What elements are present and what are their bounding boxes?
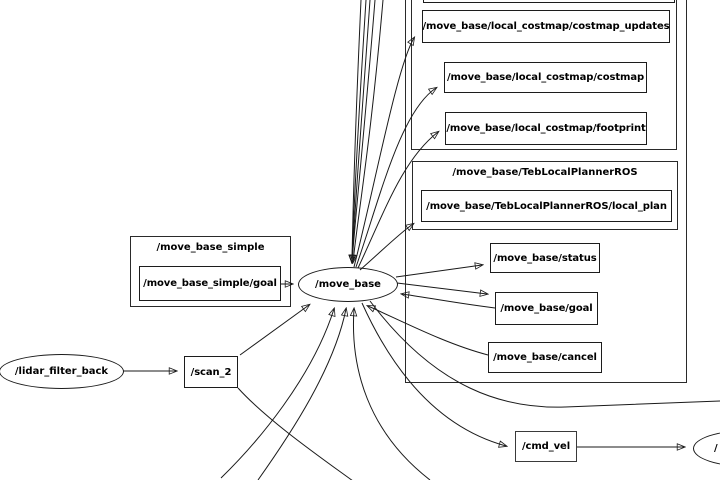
topic-costmap: /move_base/local_costmap/costmap [444, 62, 647, 93]
topic-local-plan: /move_base/TebLocalPlannerROS/local_plan [421, 190, 672, 222]
node-right-clipped-label: / [714, 443, 718, 454]
topic-box-clipped-top [423, 0, 675, 3]
topic-local-plan-label: /move_base/TebLocalPlannerROS/local_plan [426, 200, 667, 212]
edge-top4-to-movebase [352, 0, 376, 262]
topic-move-base-simple-goal-label: /move_base_simple/goal [143, 278, 277, 289]
topic-footprint: /move_base/local_costmap/footprint [445, 112, 647, 145]
topic-costmap-label: /move_base/local_costmap/costmap [446, 72, 645, 83]
edge-top3-to-movebase [352, 0, 371, 262]
topic-cmd-vel: /cmd_vel [515, 431, 577, 462]
node-lidar-filter-back: /lidar_filter_back [0, 354, 124, 389]
topic-cmd-vel-label: /cmd_vel [521, 441, 571, 452]
topic-move-base-cancel-label: /move_base/cancel [493, 352, 597, 363]
node-right-clipped: / [693, 430, 720, 467]
node-lidar-filter-back-label: /lidar_filter_back [14, 366, 109, 377]
group-move-base-simple: /move_base_simple [130, 236, 291, 307]
topic-footprint-label: /move_base/local_costmap/footprint [446, 123, 646, 134]
topic-move-base-status: /move_base/status [490, 243, 600, 273]
group-teb-local-planner-label: /move_base/TebLocalPlannerROS [452, 167, 638, 178]
node-move-base-label: /move_base [315, 279, 381, 290]
topic-scan-2-label: /scan_2 [190, 366, 232, 378]
edge-top5-to-movebase [353, 0, 384, 262]
topic-move-base-simple-goal: /move_base_simple/goal [139, 266, 281, 301]
topic-costmap-updates-label: /move_base/local_costmap/costmap_updates [422, 21, 670, 32]
topic-move-base-cancel: /move_base/cancel [488, 342, 602, 373]
edge-top1-to-movebase [352, 0, 362, 262]
group-move-base-simple-label: /move_base_simple [156, 242, 265, 253]
topic-move-base-status-label: /move_base/status [493, 252, 597, 264]
edge-scan2-to-movebase [239, 305, 309, 356]
node-move-base: /move_base [298, 267, 398, 302]
edge-offscreen-bl2-to-movebase [257, 309, 346, 480]
topic-scan-2: /scan_2 [184, 356, 238, 388]
edge-scan2-to-offscreen-bottom [237, 387, 353, 480]
topic-move-base-goal-label: /move_base/goal [500, 303, 593, 314]
topic-move-base-goal: /move_base/goal [495, 292, 598, 325]
topic-costmap-updates: /move_base/local_costmap/costmap_updates [422, 10, 670, 43]
edge-offscreen-bl1-to-movebase [220, 309, 334, 479]
edge-top2-to-movebase [352, 0, 367, 262]
